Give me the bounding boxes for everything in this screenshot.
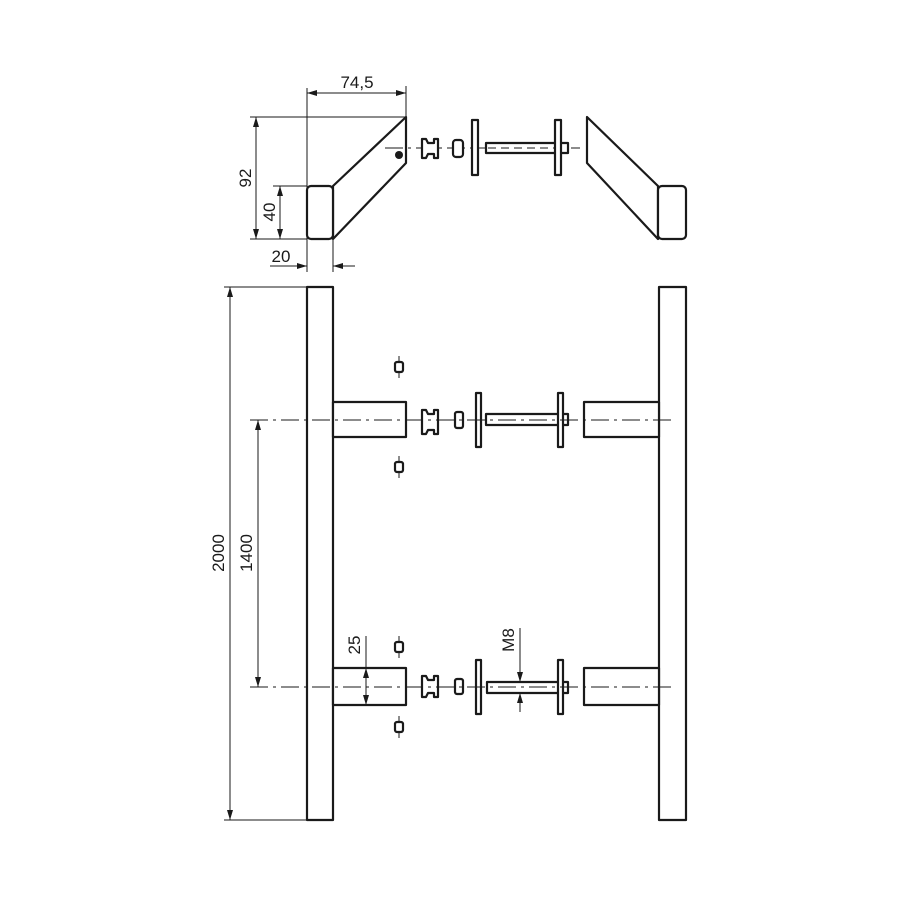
screw-icon <box>393 356 405 378</box>
left-bar <box>305 285 335 822</box>
dimension-label-74-5: 74,5 <box>340 73 373 92</box>
dimension-grip-height: 40 <box>260 185 307 239</box>
dimension-label-2000: 2000 <box>209 534 228 572</box>
screw-icon <box>393 636 405 658</box>
bushing-top <box>420 137 440 160</box>
dimension-label-m8: M8 <box>499 628 518 652</box>
dimension-handle-depth: 74,5 <box>306 73 407 272</box>
dimension-label-25: 25 <box>345 636 364 655</box>
dimension-label-92: 92 <box>236 169 255 188</box>
dimension-mount-spacing: 1400 <box>237 420 261 687</box>
fixing-hole-icon <box>395 151 403 159</box>
top-view: 74,5 92 40 20 <box>236 73 688 272</box>
dimension-handle-height: 92 <box>236 116 406 240</box>
right-handle-top-view <box>585 115 688 241</box>
screw-icon <box>393 456 405 478</box>
lower-mount-assembly <box>250 636 675 738</box>
dimension-thread: M8 <box>499 628 523 712</box>
dimension-label-20: 20 <box>272 247 291 266</box>
screw-icon <box>393 716 405 738</box>
dimension-label-40: 40 <box>260 203 279 222</box>
right-bar <box>657 285 688 822</box>
left-handle-top-view <box>305 115 408 241</box>
dimension-standoff-diameter: 25 <box>345 636 369 705</box>
rosette-plate-2-top <box>553 118 563 177</box>
front-view: 2000 1400 25 M8 <box>209 285 688 822</box>
dimension-grip-width: 20 <box>270 239 355 272</box>
bushing-upper <box>420 408 440 436</box>
rosette-plate-top <box>470 118 480 177</box>
upper-mount-assembly <box>250 356 675 478</box>
nut-top <box>451 138 465 159</box>
dimension-bar-length: 2000 <box>209 286 307 821</box>
dimension-label-1400: 1400 <box>237 534 256 572</box>
